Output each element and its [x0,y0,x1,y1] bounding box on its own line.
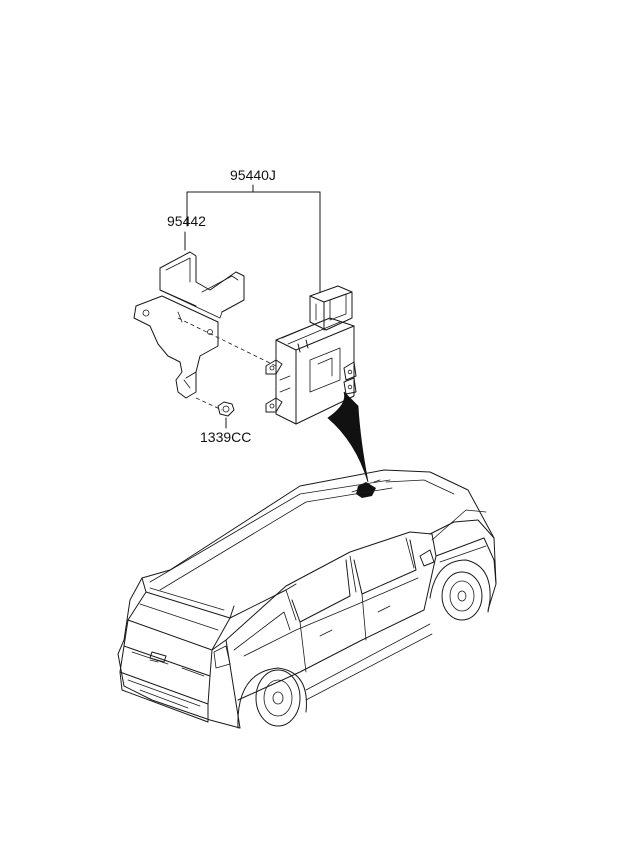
control-unit-icon [265,285,357,425]
alignment-line [177,317,277,367]
suv-vehicle-icon [117,469,497,729]
mounting-bracket-icon [133,251,245,399]
location-pointer-icon [327,391,369,483]
location-marker-icon [351,479,381,498]
nut-alignment-line [195,397,223,411]
bracket-part-number: 95442 [167,213,206,229]
assembly-part-number: 95440J [230,167,276,183]
hex-nut-icon [217,401,235,417]
assembly-leader-lines [186,184,321,293]
nut-part-number: 1339CC [200,429,251,445]
